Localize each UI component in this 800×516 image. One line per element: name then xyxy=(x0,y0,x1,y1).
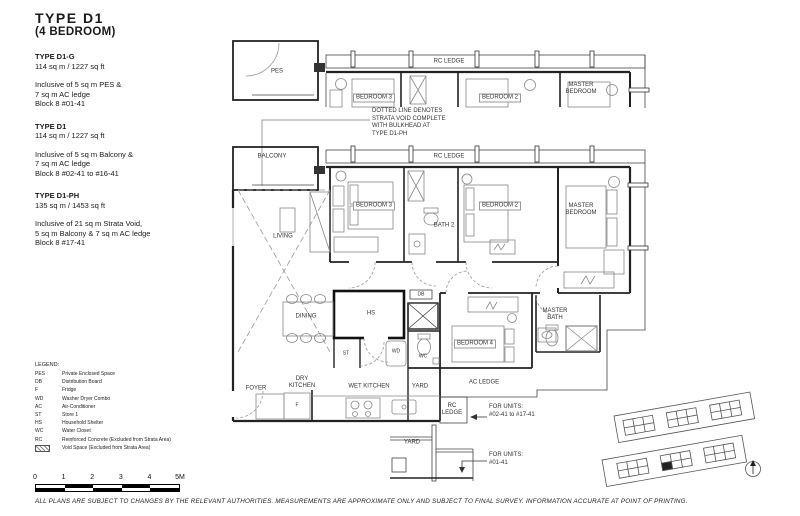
label-foyer: FOYER xyxy=(245,385,267,392)
main-plan xyxy=(231,145,649,424)
label-bedroom2-top: BEDROOM 2 xyxy=(478,93,522,103)
household-shelter xyxy=(332,289,439,340)
units-ground-note: FOR UNITS: #01-41 xyxy=(489,452,523,466)
strata-void-marking xyxy=(237,189,331,353)
page-title: TYPE D1 xyxy=(35,10,104,26)
label-yard: YARD xyxy=(411,383,429,390)
label-rc-ledge-small: RC LEDGE xyxy=(441,402,463,416)
key-plan-cluster xyxy=(659,450,693,472)
unit-variants: TYPE D1-G 114 sq m / 1227 sq ft Inclusiv… xyxy=(35,52,235,261)
label-bath2: BATH 2 xyxy=(433,222,455,229)
label-yard-ground: YARD xyxy=(403,439,421,446)
key-plan xyxy=(601,391,761,488)
furniture xyxy=(255,170,625,420)
rc-ledge-main-band xyxy=(325,145,646,164)
strata-note-leader xyxy=(261,119,370,186)
label-dining: DINING xyxy=(295,313,317,320)
top-partial-plan xyxy=(232,40,650,108)
legend-title: LEGEND: xyxy=(35,362,60,368)
label-hs: HS xyxy=(366,310,376,317)
label-master-bedroom-top: MASTER BEDROOM xyxy=(565,81,597,95)
label-db: DB xyxy=(417,291,425,298)
label-bedroom2: BEDROOM 2 xyxy=(478,201,522,211)
label-rc-ledge-main: RC LEDGE xyxy=(433,153,465,160)
key-plan-cluster xyxy=(665,407,699,429)
scale-bar xyxy=(35,484,180,492)
page-subtitle: (4 BEDROOM) xyxy=(35,26,116,38)
key-plan-cluster xyxy=(616,457,650,479)
label-bedroom3-top: BEDROOM 3 xyxy=(352,93,396,103)
strata-void-note: DOTTED LINE DENOTES STRATA VOID COMPLETE… xyxy=(372,108,446,137)
units-mid-note: FOR UNITS: #02-41 to #17-41 xyxy=(489,404,535,418)
label-bedroom3: BEDROOM 3 xyxy=(352,201,396,211)
label-balcony: BALCONY xyxy=(257,153,287,160)
ground-yard-strip xyxy=(390,424,487,482)
top-partial-furniture xyxy=(329,75,618,108)
key-plan-highlighted-unit xyxy=(660,461,674,472)
key-plan-cluster xyxy=(703,442,737,464)
label-bedroom4: BEDROOM 4 xyxy=(453,339,497,349)
units-ground-arrow xyxy=(459,460,487,473)
label-living: LIVING xyxy=(273,233,293,240)
label-wc: WC xyxy=(418,353,428,360)
label-wet-kitchen: WET KITCHEN xyxy=(348,383,390,390)
void-space-hatch-swatch xyxy=(35,444,50,452)
key-plan-cluster xyxy=(709,399,743,421)
door-arcs xyxy=(235,261,559,419)
label-fridge: F xyxy=(295,402,299,409)
units-mid-arrow xyxy=(470,414,487,420)
variant-d1ph: TYPE D1-PH 135 sq m / 1453 sq ft Inclusi… xyxy=(35,191,151,247)
north-arrow-icon xyxy=(745,460,761,477)
label-master-bedroom: MASTER BEDROOM xyxy=(565,202,597,216)
label-pes: PES xyxy=(270,68,284,75)
rc-ledge-top-band xyxy=(325,50,646,69)
label-st: ST xyxy=(342,350,350,357)
label-ac-ledge: AC LEDGE xyxy=(468,379,500,386)
label-dry-kitchen: DRY KITCHEN xyxy=(288,375,316,389)
label-rc-ledge-top: RC LEDGE xyxy=(433,58,465,65)
unit-walls xyxy=(231,165,632,423)
disclaimer-text: ALL PLANS ARE SUBJECT TO CHANGES BY THE … xyxy=(35,498,688,505)
variant-d1g: TYPE D1-G 114 sq m / 1227 sq ft Inclusiv… xyxy=(35,52,122,108)
label-master-bath: MASTER BATH xyxy=(542,307,568,321)
ac-ledge-outline xyxy=(439,163,649,424)
label-wd: WD xyxy=(391,348,401,355)
key-plan-cluster xyxy=(622,414,656,436)
legend-row-void: Void Space (Excluded from Strata Area) xyxy=(35,444,255,454)
variant-d1: TYPE D1 114 sq m / 1227 sq ft Inclusive … xyxy=(35,121,133,178)
